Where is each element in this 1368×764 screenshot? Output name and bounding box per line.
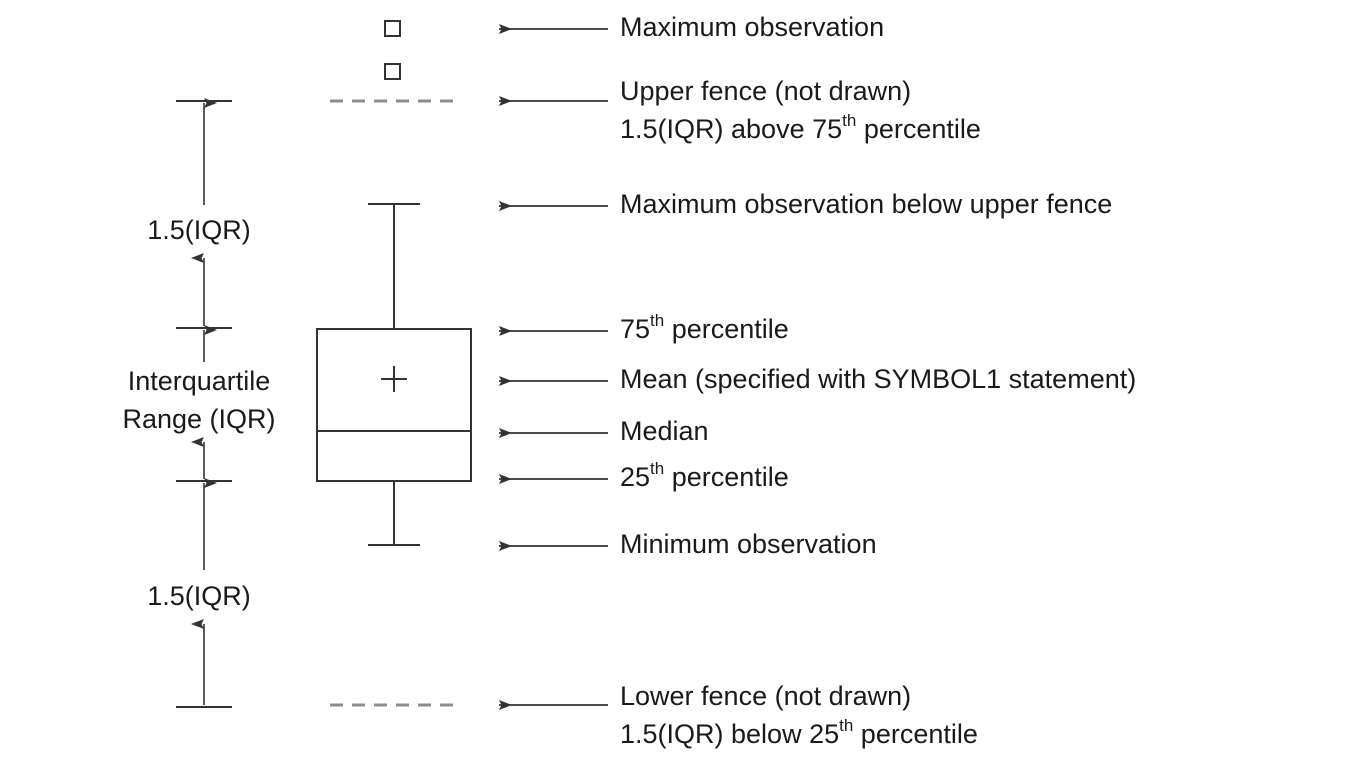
label-iqr-line2: Range (IQR) — [122, 404, 275, 434]
label-upper-iqr: 1.5(IQR) — [147, 215, 251, 245]
label-iqr-line1: Interquartile — [128, 366, 271, 396]
lower-fence-text-post: percentile — [853, 719, 978, 749]
callout-label-median: Median — [620, 416, 709, 446]
outlier-square-lower — [384, 63, 401, 80]
upper-fence-text-pre: 1.5(IQR) above 75 — [620, 114, 842, 144]
p75-text-post: percentile — [664, 314, 789, 344]
callout-label-maximum-observation: Maximum observation — [620, 12, 884, 42]
label-lower-iqr: 1.5(IQR) — [147, 581, 251, 611]
lower-fence-superscript: th — [839, 716, 853, 735]
callout-label-p75: 75th percentile — [620, 311, 789, 344]
callout-label-lower-fence-line2: 1.5(IQR) below 25th percentile — [620, 716, 978, 749]
upper-fence-text-post: percentile — [856, 114, 981, 144]
p25-superscript: th — [650, 459, 664, 478]
upper-fence-superscript: th — [842, 111, 856, 130]
p75-superscript: th — [650, 311, 664, 330]
outlier-square-upper — [384, 20, 401, 37]
callout-label-upper-fence-line1: Upper fence (not drawn) — [620, 76, 911, 106]
box-q1-to-q3 — [316, 328, 472, 482]
p25-text-pre: 25 — [620, 462, 650, 492]
callout-label-minimum-observation: Minimum observation — [620, 529, 877, 559]
callout-label-mean: Mean (specified with SYMBOL1 statement) — [620, 364, 1136, 394]
p25-text-post: percentile — [664, 462, 789, 492]
callout-label-upper-fence-line2: 1.5(IQR) above 75th percentile — [620, 111, 981, 144]
callout-label-p25: 25th percentile — [620, 459, 789, 492]
callout-label-max-below-upper-fence: Maximum observation below upper fence — [620, 189, 1112, 219]
lower-fence-text-pre: 1.5(IQR) below 25 — [620, 719, 839, 749]
callout-label-lower-fence-line1: Lower fence (not drawn) — [620, 681, 911, 711]
p75-text-pre: 75 — [620, 314, 650, 344]
